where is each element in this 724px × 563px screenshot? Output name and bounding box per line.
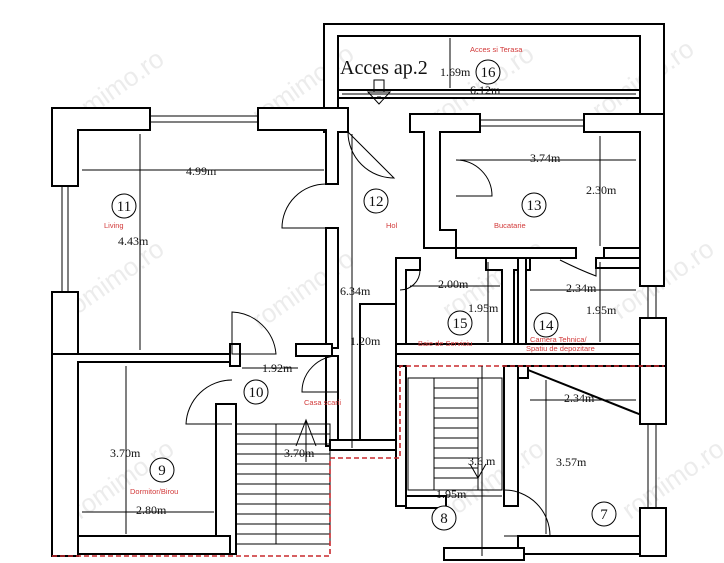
dim-label: 4.43m [118, 234, 149, 248]
dim-label: 3.70m [284, 446, 315, 460]
room-number: 16 [481, 65, 497, 81]
room-number-circle [475, 59, 501, 85]
watermark-group: romimo.ro romimo.ro romimo.ro romimo.ro … [56, 33, 724, 525]
dim-label: 3.74m [530, 151, 561, 165]
stairs [235, 377, 503, 545]
room-number: 8 [440, 511, 448, 527]
room-number-circle [521, 192, 547, 218]
room-number-circle [111, 193, 137, 219]
dim-label: 1.20m [350, 334, 381, 348]
room-name: Baie de Serviciu [418, 339, 472, 348]
room-9: 9 Dormitor/Birou [130, 457, 178, 496]
room-name-line2: Spatiu de depozitare [526, 344, 595, 353]
dim-label: 1.95m [436, 487, 467, 501]
dimension-lines [82, 38, 636, 556]
room-number-circle [533, 312, 559, 338]
room-10: 10 Casa scarii [243, 379, 341, 407]
dim-label: 1.95m [468, 301, 499, 315]
room-name: Camera Tehnica/ [530, 335, 587, 344]
room-name: Acces si Terasa [470, 45, 523, 54]
room-12: 12 Hol [363, 188, 398, 230]
room-number-circle [447, 310, 473, 336]
room-8: 8 [431, 505, 457, 531]
dim-label: 6.12m [470, 83, 501, 97]
dim-label: 2.30m [586, 183, 617, 197]
room-13: 13 Bucatarie [494, 192, 547, 230]
room-name: Hol [386, 221, 398, 230]
room-number-circle [149, 457, 175, 483]
room-number: 12 [369, 194, 384, 210]
apartment-boundary [52, 365, 664, 557]
dim-label: 2.34m [566, 281, 597, 295]
room-number-circle [591, 501, 617, 527]
room-14: 14 Camera Tehnica/ Spatiu de depozitare [526, 312, 595, 353]
room-number: 15 [453, 316, 468, 332]
room-number: 10 [249, 385, 264, 401]
room-number: 9 [158, 463, 166, 479]
room-number: 11 [117, 199, 131, 215]
dim-label: 1.69m [440, 65, 471, 79]
dim-label: 3.6 m [468, 454, 496, 468]
watermark: romimo.ro [616, 433, 724, 525]
dim-label: 3.57m [556, 455, 587, 469]
room-number: 13 [527, 198, 542, 214]
dimension-labels: 1.69m 6.12m 4.99m 4.43m 3.74m 2.30m 6.34… [110, 65, 617, 517]
dim-label: 2.80m [136, 503, 167, 517]
room-name: Dormitor/Birou [130, 487, 178, 496]
room-number-circle [431, 505, 457, 531]
walls [51, 23, 667, 561]
dim-label: 2.00m [438, 277, 469, 291]
windows [61, 115, 657, 508]
access-title: Acces ap.2 [340, 57, 428, 79]
dim-label: 3.70m [110, 446, 141, 460]
room-15: 15 Baie de Serviciu [418, 310, 473, 348]
dim-label: 1.92m [262, 361, 293, 375]
room-name: Casa scarii [304, 398, 341, 407]
dim-label: 1.95m [586, 303, 617, 317]
dim-label: 6.34m [340, 284, 371, 298]
room-16: 16 Acces si Terasa [470, 45, 523, 85]
doors [185, 131, 597, 537]
entrance-arrow-icon [366, 79, 392, 105]
room-number-circle [363, 188, 389, 214]
room-number-circle [243, 379, 269, 405]
dim-label: 2.34m [564, 391, 595, 405]
room-name: Bucatarie [494, 221, 526, 230]
room-11: 11 Living [104, 193, 137, 230]
room-7: 7 [591, 501, 617, 527]
dim-label: 4.99m [186, 164, 217, 178]
room-number: 14 [539, 318, 555, 334]
room-name: Living [104, 221, 124, 230]
room-number: 7 [600, 507, 608, 523]
